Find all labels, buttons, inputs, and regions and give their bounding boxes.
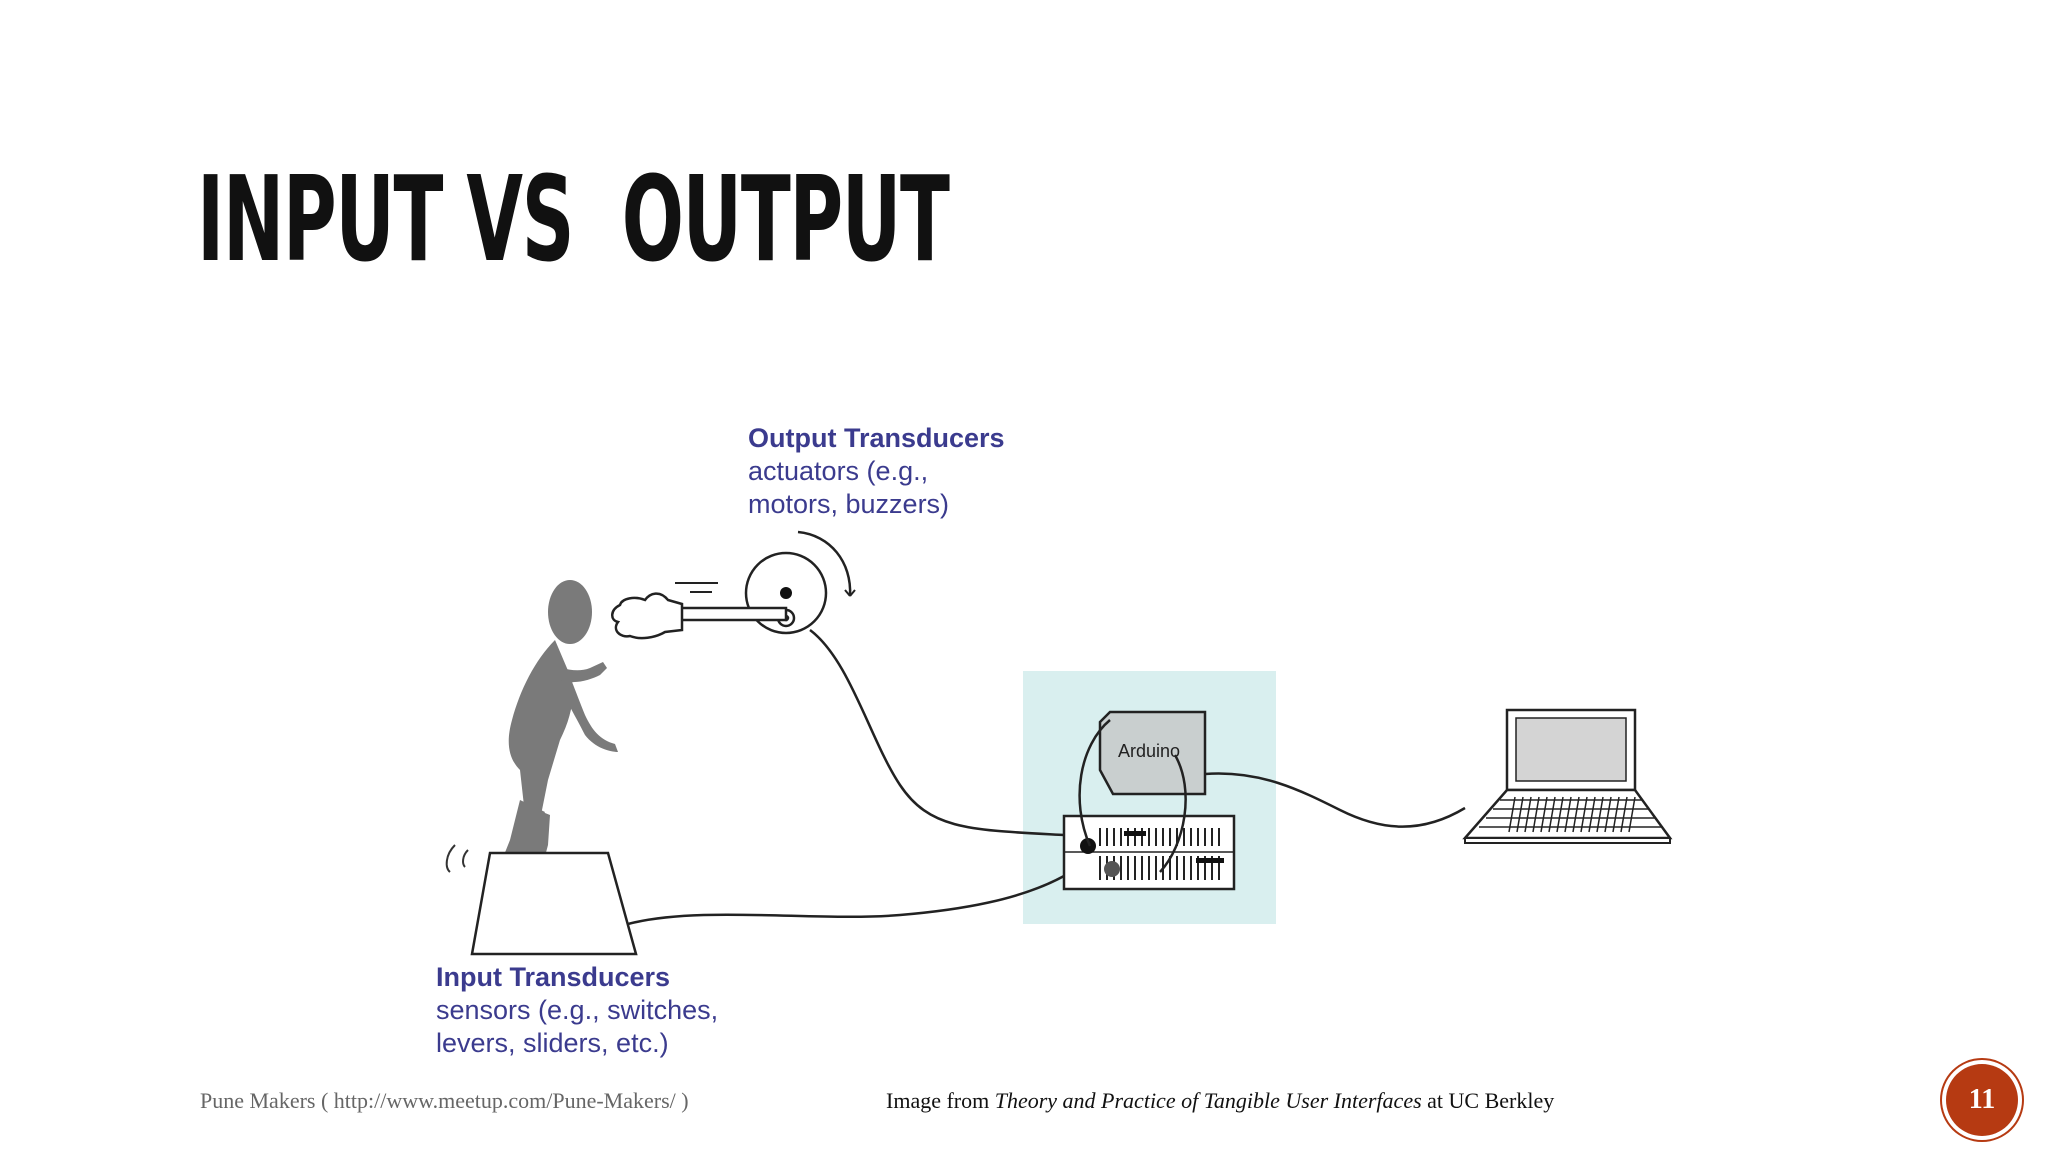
output-transducers-label: Output Transducers actuators (e.g., moto…: [748, 422, 1005, 521]
keyboard-column: [1556, 796, 1564, 833]
page-number: 11: [1968, 1084, 1996, 1115]
arduino-label: Arduino: [1118, 741, 1180, 761]
credit-title: Theory and Practice of Tangible User Int…: [994, 1088, 1422, 1113]
credit-prefix: Image from: [886, 1088, 995, 1113]
keyboard-column: [1604, 796, 1612, 833]
footer-source: Pune Makers ( http://www.meetup.com/Pune…: [200, 1088, 689, 1113]
slide-title: INPUT VS OUTPUT: [197, 150, 950, 288]
page-number-badge: 11: [1946, 1064, 2018, 1136]
keyboard-column: [1516, 796, 1524, 833]
output-line-2: motors, buzzers): [748, 489, 950, 519]
sensor-pad: [470, 851, 638, 956]
input-heading: Input Transducers: [436, 962, 671, 992]
keyboard-column: [1540, 796, 1548, 833]
footer-credit: Image from Theory and Practice of Tangib…: [886, 1088, 1554, 1114]
keyboard-column: [1596, 796, 1604, 833]
keyboard-column: [1532, 796, 1540, 833]
connection-cables: [627, 629, 1466, 926]
output-heading: Output Transducers: [748, 423, 1005, 453]
keyboard-column: [1628, 796, 1636, 833]
keyboard-column: [1524, 796, 1532, 833]
keyboard-column: [1612, 796, 1620, 833]
output-line-1: actuators (e.g.,: [748, 456, 929, 486]
arduino-board: [1098, 710, 1207, 796]
breadboard: [1062, 814, 1236, 891]
input-transducers-label: Input Transducers sensors (e.g., switche…: [436, 961, 718, 1060]
keyboard-column: [1572, 796, 1580, 833]
credit-suffix: at UC Berkley: [1421, 1088, 1555, 1113]
keyboard-column: [1564, 796, 1572, 833]
keyboard-column: [1620, 796, 1628, 833]
input-line-1: sensors (e.g., switches,: [436, 995, 719, 1025]
motor-icon: [611, 530, 856, 640]
keyboard-column: [1580, 796, 1588, 833]
keyboard-column: [1508, 796, 1516, 833]
laptop-icon: [1462, 708, 1673, 844]
keyboard-column: [1588, 796, 1596, 833]
keyboard-column: [1548, 796, 1556, 833]
input-line-2: levers, sliders, etc.): [436, 1028, 669, 1058]
